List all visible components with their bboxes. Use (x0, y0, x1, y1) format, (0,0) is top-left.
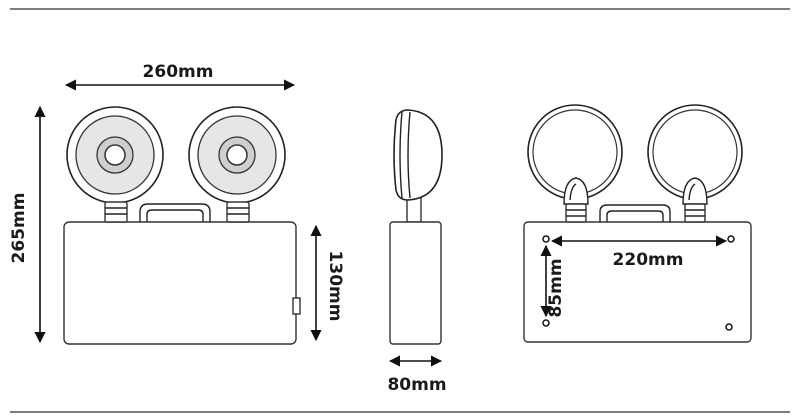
side-view: 80mm (387, 109, 447, 395)
overall-height-label: 265mm (9, 193, 29, 264)
back-bracket-left (563, 177, 589, 223)
body-height-label: 130mm (325, 251, 345, 322)
front-bracket-left (104, 201, 128, 223)
back-handle (599, 204, 671, 222)
depth-label: 80mm (387, 375, 446, 395)
mount-hole-bottom-left (542, 319, 550, 327)
front-handle (139, 203, 211, 222)
overall-width-label: 260mm (143, 62, 214, 82)
mount-hole-top-left (542, 235, 550, 243)
front-lamp-right (188, 106, 286, 204)
mount-hole-bottom-right (725, 323, 733, 331)
back-view: 220mm 85mm (523, 104, 752, 343)
front-switch (292, 297, 301, 315)
side-lamp-head (393, 109, 443, 201)
back-bracket-right (682, 177, 708, 223)
front-view: 260mm 265mm 130mm (9, 62, 345, 345)
side-body (389, 221, 442, 345)
back-body (523, 221, 752, 343)
mount-hole-vertical-label: 85mm (546, 258, 566, 317)
front-lamp-left (66, 106, 164, 204)
mount-hole-horizontal-label: 220mm (613, 250, 684, 270)
front-bracket-right (226, 201, 250, 223)
front-body (63, 221, 297, 345)
mount-hole-top-right (727, 235, 735, 243)
